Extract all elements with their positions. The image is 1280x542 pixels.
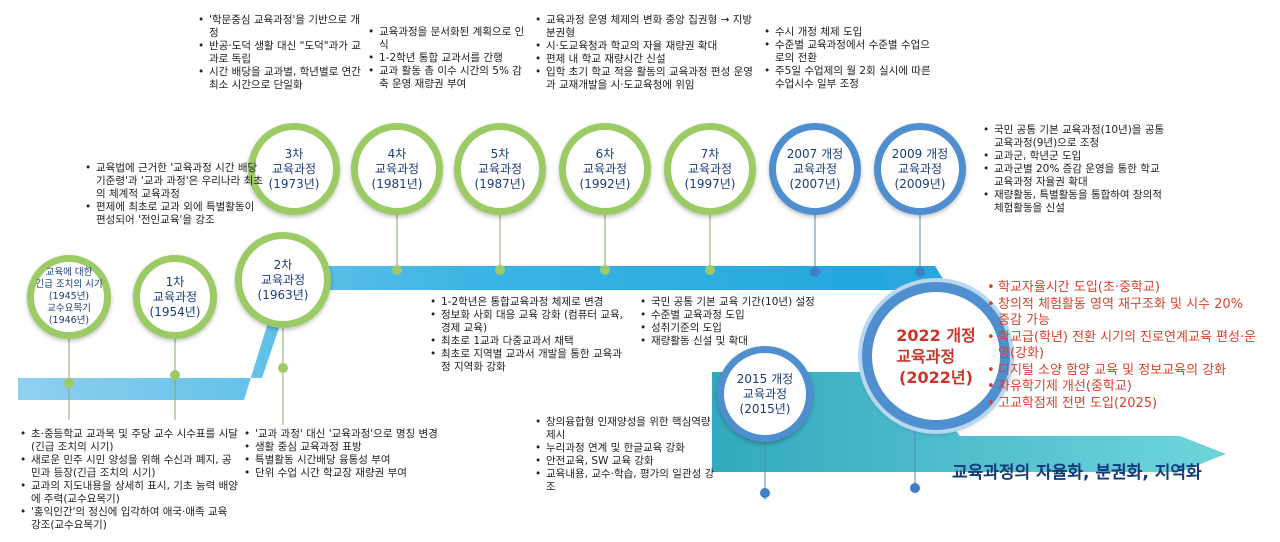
node-sub: (1997년) — [684, 176, 736, 191]
node-pre-curriculum: 교육에 대한 긴급 조치의 시기 (1945년) 교수요목기 (1946년) — [27, 255, 111, 339]
note-item: '교과 과정' 대신 '교육과정'으로 명칭 변경 — [244, 428, 469, 441]
node-sub: (2009년) — [894, 176, 946, 191]
note-item: 편제 내 학교 재량시간 신설 — [535, 53, 760, 66]
node-sub: (1954년) — [149, 304, 201, 319]
node-title: 2차 교육과정 — [260, 257, 306, 287]
node-2nd: 2차 교육과정 (1963년) — [235, 232, 331, 328]
note-item: 특별활동 시간배당 융통성 부여 — [244, 454, 469, 467]
node-2015: 2015 개정 교육과정 (2015년) — [717, 346, 813, 442]
note-item: 학교급(학년) 전환 시기의 진로연계교육 편성·운영(강화) — [987, 330, 1257, 363]
note-item: 정보화 사회 대응 교육 강화 (컴퓨터 교육, 경제 교육) — [430, 309, 630, 335]
notes-7th: 국민 공통 기본 교육 기간(10년) 설정수준별 교육과정 도입성취기준의 도… — [640, 296, 840, 348]
node-4th: 4차 교육과정 (1981년) — [351, 123, 443, 215]
note-item: 수준별 교육과정 도입 — [640, 309, 840, 322]
note-item: 누리과정 연계 및 한글교육 강화 — [535, 442, 715, 455]
notes-2007: 수시 개정 체제 도입수준별 교육과정에서 수준별 수업으로의 전환주5일 수업… — [764, 26, 934, 91]
node-title: 7차 교육과정 — [687, 146, 733, 176]
node-sub: (2022년) — [899, 367, 973, 387]
note-item: 반공·도덕 생활 대신 "도덕"과가 교과로 독립 — [198, 40, 363, 66]
note-item: 주5일 수업제의 월 2회 실시에 따른 수업시수 일부 조정 — [764, 65, 934, 91]
note-item: 교육내용, 교수·학습, 평가의 일관성 강조 — [535, 468, 715, 494]
node-title: 교육에 대한 긴급 조치의 시기 — [35, 267, 103, 290]
node-2009: 2009 개정 교육과정 (2009년) — [874, 123, 966, 215]
note-item: 생활 중심 교육과정 표방 — [244, 441, 469, 454]
node-sub: (2007년) — [789, 176, 841, 191]
node-title: 1차 교육과정 — [152, 274, 198, 304]
note-item: 수시 개정 체제 도입 — [764, 26, 934, 39]
node-sub: (1992년) — [579, 176, 631, 191]
node-title: 6차 교육과정 — [582, 146, 628, 176]
note-item: 새로운 민주 시민 양성을 위해 수신과 폐지, 공민과 등장(긴급 조치의 시… — [20, 454, 240, 480]
notes-4th: 교육과정을 문서화된 계획으로 인식1-2학년 통합 교과서를 간행교과 활동 … — [368, 26, 528, 91]
notes-6th: 교육과정 운영 체제의 변화 중앙 집권형 → 지방 분권형시·도교육청과 학교… — [535, 14, 760, 92]
note-item: 교육과정 운영 체제의 변화 중앙 집권형 → 지방 분권형 — [535, 14, 760, 40]
node-title: 5차 교육과정 — [477, 146, 523, 176]
note-item: 편제에 최초로 교과 외에 특별활동이 편성되어 '전인교육'을 강조 — [85, 201, 263, 227]
node-title: 2007 개정 교육과정 — [786, 146, 844, 176]
note-item: 최초로 지역별 교과서 개발을 통한 교육과정 지역화 강화 — [430, 348, 630, 374]
note-item: 1-2학년은 통합교육과정 체제로 변경 — [430, 296, 630, 309]
note-item: 자유학기제 개선(중학교) — [987, 379, 1257, 396]
note-item: 교과 활동 총 이수 시간의 5% 감축 운영 재량권 부여 — [368, 65, 528, 91]
node-title: 2009 개정 교육과정 — [891, 146, 949, 176]
node-5th: 5차 교육과정 (1987년) — [454, 123, 546, 215]
note-item: 단위 수업 시간 학교장 재량권 부여 — [244, 467, 469, 480]
notes-2022: 학교자율시간 도입(초·중학교)창의적 체험활동 영역 재구조화 및 시수 20… — [987, 280, 1257, 412]
note-item: 입학 초기 학교 적응 활동의 교육과정 편성 운영과 교재개발을 시·도교육청… — [535, 66, 760, 92]
note-item: 최초로 1교과 다중교과서 채택 — [430, 335, 630, 348]
note-item: 창의적 체험활동 영역 재구조화 및 시수 20% 증감 가능 — [987, 297, 1257, 330]
note-item: 창의융합형 인재양성을 위한 핵심역량 제시 — [535, 416, 715, 442]
notes-2nd-top: 교육법에 근거한 '교육과정 시간 배당 기준령'과 '교과 과정'은 우리나라… — [85, 162, 263, 227]
slogan: 교육과정의 자율화, 분권화, 지역화 — [952, 463, 1202, 483]
node-title: 3차 교육과정 — [271, 146, 317, 176]
notes-2009: 국민 공통 기본 교육과정(10년)을 공통 교육과정(9년)으로 조정교과군,… — [983, 124, 1168, 215]
node-title: 2015 개정 교육과정 — [736, 371, 794, 401]
node-sub: (1973년) — [268, 176, 320, 191]
node-title: 2022 개정 교육과정 — [896, 325, 976, 366]
note-item: 교과의 지도내용을 상세히 표시, 기초 능력 배양에 주력(교수요목기) — [20, 480, 240, 506]
node-sub: (1981년) — [371, 176, 423, 191]
node-2022: 2022 개정 교육과정 (2022년) — [862, 282, 1010, 430]
note-item: 시·도교육청과 학교의 자율 재량권 확대 — [535, 40, 760, 53]
note-item: 교육법에 근거한 '교육과정 시간 배당 기준령'과 '교과 과정'은 우리나라… — [85, 162, 263, 201]
note-item: 성취기준의 도입 — [640, 322, 840, 335]
notes-2nd-bottom: '교과 과정' 대신 '교육과정'으로 명칭 변경생활 중심 교육과정 표방특별… — [244, 428, 469, 480]
note-item: 안전교육, SW 교육 강화 — [535, 455, 715, 468]
note-item: 디지털 소양 함양 교육 및 정보교육의 강화 — [987, 363, 1257, 380]
notes-1st: 초·중등학교 교과목 및 주당 교수 시수표를 시달(긴급 조치의 시기)새로운… — [20, 428, 240, 532]
note-item: 학교자율시간 도입(초·중학교) — [987, 280, 1257, 297]
notes-2015: 창의융합형 인재양성을 위한 핵심역량 제시누리과정 연계 및 한글교육 강화안… — [535, 416, 715, 494]
note-item: 교과군, 학년군 도입 — [983, 150, 1168, 163]
road-arrow — [712, 372, 1226, 472]
node-sub: (2015년) — [739, 401, 791, 416]
node-7th: 7차 교육과정 (1997년) — [664, 123, 756, 215]
node-sub: (1945년) 교수요목기 (1946년) — [47, 291, 91, 326]
note-item: 국민 공통 기본 교육과정(10년)을 공통 교육과정(9년)으로 조정 — [983, 124, 1168, 150]
note-item: 재량활동, 특별활동을 통합하여 창의적 체험활동을 신설 — [983, 189, 1168, 215]
note-item: 재량활동 신설 및 확대 — [640, 335, 840, 348]
node-sub: (1987년) — [474, 176, 526, 191]
note-item: '홍익인간'의 정신에 입각하여 애국·애족 교육 강조(교수요목기) — [20, 506, 240, 532]
notes-5th: 1-2학년은 통합교육과정 체제로 변경정보화 사회 대응 교육 강화 (컴퓨터… — [430, 296, 630, 374]
note-item: 1-2학년 통합 교과서를 간행 — [368, 52, 528, 65]
road-lower — [18, 266, 935, 400]
node-title: 4차 교육과정 — [374, 146, 420, 176]
note-item: 교과군별 20% 증감 운영을 통한 학교 교육과정 자율권 확대 — [983, 163, 1168, 189]
note-item: 교육과정을 문서화된 계획으로 인식 — [368, 26, 528, 52]
note-item: 수준별 교육과정에서 수준별 수업으로의 전환 — [764, 39, 934, 65]
note-item: 국민 공통 기본 교육 기간(10년) 설정 — [640, 296, 840, 309]
note-item: 초·중등학교 교과목 및 주당 교수 시수표를 시달(긴급 조치의 시기) — [20, 428, 240, 454]
notes-3rd: '학문중심 교육과정'을 기반으로 개정반공·도덕 생활 대신 "도덕"과가 교… — [198, 14, 363, 92]
note-item: 고교학점제 전면 도입(2025) — [987, 396, 1257, 413]
note-item: 시간 배당을 교과별, 학년별로 연간 최소 시간으로 단일화 — [198, 66, 363, 92]
note-item: '학문중심 교육과정'을 기반으로 개정 — [198, 14, 363, 40]
node-6th: 6차 교육과정 (1992년) — [559, 123, 651, 215]
node-sub: (1963년) — [257, 287, 309, 302]
node-1st: 1차 교육과정 (1954년) — [133, 255, 217, 339]
node-2007: 2007 개정 교육과정 (2007년) — [769, 123, 861, 215]
